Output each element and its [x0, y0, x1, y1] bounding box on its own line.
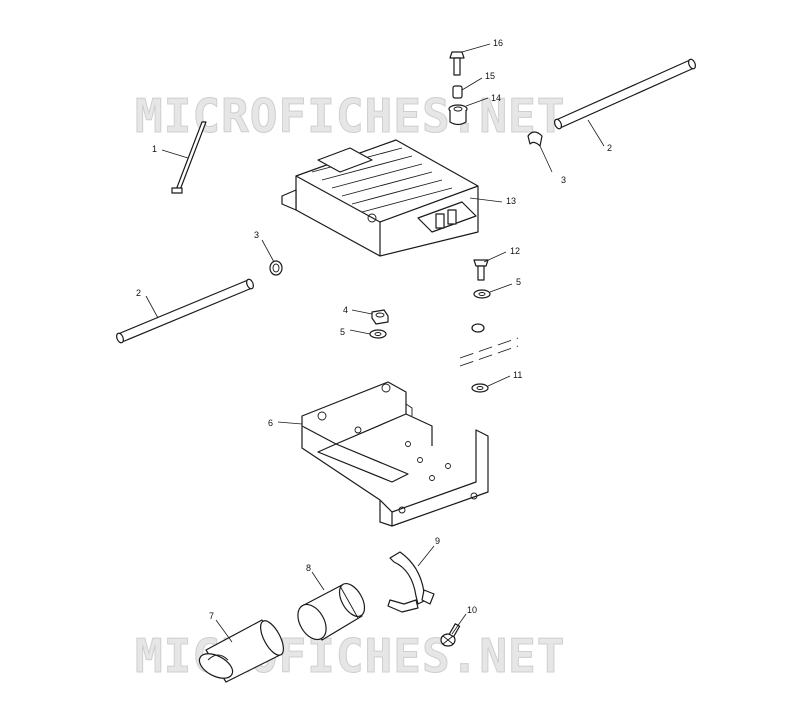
part-4-nut — [371, 309, 389, 325]
callout-10: 10 — [467, 605, 477, 615]
part-8-cylinder — [297, 583, 366, 641]
callout-5-right: 5 — [516, 277, 521, 287]
callouts: 16 15 14 2 3 1 13 3 12 5 2 4 5 11 6 9 8 … — [136, 38, 612, 621]
part-15-spacer — [452, 85, 463, 99]
part-6-bracket — [301, 381, 489, 527]
callout-5-left: 5 — [340, 327, 345, 337]
callout-16: 16 — [493, 38, 503, 48]
alignment-lines — [459, 337, 519, 367]
callout-6: 6 — [268, 418, 273, 428]
callout-13: 13 — [506, 196, 516, 206]
part-5-washer-right — [473, 289, 491, 299]
part-14-grommet — [448, 104, 468, 126]
callout-4: 4 — [343, 305, 348, 315]
part-2-tube-lower — [116, 278, 254, 344]
callout-12: 12 — [510, 246, 520, 256]
callout-3-upper: 3 — [561, 175, 566, 185]
callout-11: 11 — [513, 370, 522, 380]
part-1-rod — [171, 121, 207, 194]
callout-3-lower: 3 — [254, 230, 259, 240]
watermark-bottom: MICROFICHES.NET — [135, 629, 565, 683]
callout-15: 15 — [485, 71, 495, 81]
part-3-clip-upper — [527, 131, 543, 147]
part-13-control-module — [281, 139, 479, 257]
callout-9: 9 — [435, 536, 440, 546]
washer-hole — [471, 323, 485, 333]
part-9-clamp — [387, 551, 435, 613]
leader-lines — [145, 43, 605, 643]
callout-1: 1 — [152, 144, 157, 154]
part-7-sleeve — [198, 619, 284, 683]
part-3-clip-lower — [269, 260, 283, 276]
callout-2-upper: 2 — [607, 143, 612, 153]
part-16-bolt — [449, 51, 465, 76]
callout-2-lower: 2 — [136, 288, 141, 298]
watermark-top: MICROFICHES.NET — [135, 89, 565, 143]
callout-14: 14 — [491, 93, 501, 103]
callout-8: 8 — [306, 563, 311, 573]
part-11-washer — [471, 383, 489, 393]
part-5-washer-left — [369, 329, 387, 339]
part-2-tube-upper — [553, 58, 697, 130]
part-12-bolt — [473, 259, 489, 281]
callout-7: 7 — [209, 611, 214, 621]
